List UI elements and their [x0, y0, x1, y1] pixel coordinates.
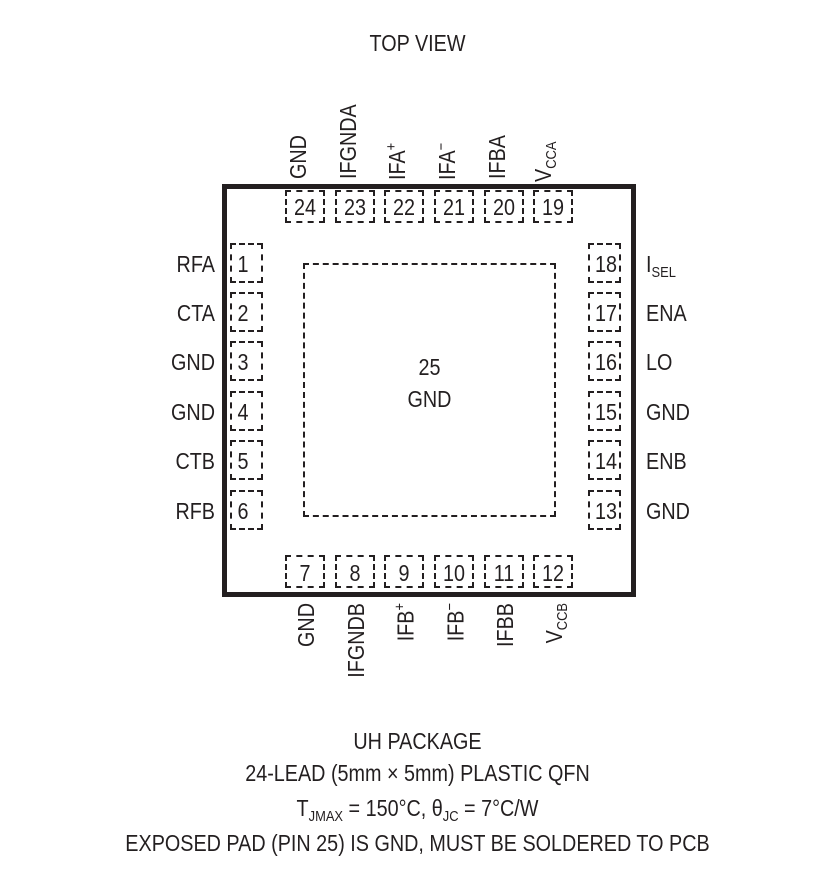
- pin-number: 20: [492, 194, 516, 220]
- pin-label: ENB: [646, 448, 687, 474]
- pin-pad: [484, 555, 524, 588]
- pin-label: ISEL: [646, 251, 676, 281]
- pin-label: IFB+: [391, 603, 419, 642]
- pin-label: VCCA: [530, 141, 560, 182]
- pin-number: 1: [237, 251, 249, 277]
- pin-number: 4: [237, 399, 249, 425]
- pin-number: 12: [541, 560, 565, 586]
- footer-exposed-pad-note: EXPOSED PAD (PIN 25) IS GND, MUST BE SOL…: [125, 830, 710, 856]
- pin-label: GND: [171, 399, 215, 425]
- pin-label: GND: [171, 349, 215, 375]
- footer-lead: 24-LEAD (5mm × 5mm) PLASTIC QFN: [245, 760, 590, 786]
- pin-pad: [434, 190, 474, 223]
- footer-package: UH PACKAGE: [353, 728, 482, 754]
- pin-pad: [484, 190, 524, 223]
- pin-label: RFA: [176, 251, 215, 277]
- pin-pad: [335, 190, 375, 223]
- footer-thermal: TJMAX = 150°C, θJC = 7°C/W: [296, 795, 539, 825]
- pin-number: 22: [392, 194, 416, 220]
- pin-pad: [588, 440, 621, 480]
- pin-label: GND: [293, 603, 320, 647]
- pin-label: IFBB: [492, 603, 519, 647]
- exposed-pad: [303, 263, 556, 517]
- pin-pad: [384, 555, 424, 588]
- pin-label: IFA+: [383, 142, 410, 180]
- pin-label: CTA: [176, 300, 215, 326]
- pin-number: 21: [442, 194, 466, 220]
- pin-pad: [588, 292, 621, 332]
- pin-pad: [588, 243, 621, 283]
- exposed-pad-number: 25: [418, 354, 441, 380]
- pin-pad: [230, 292, 263, 332]
- diagram-title: TOP VIEW: [369, 30, 466, 56]
- pin-pad: [230, 391, 263, 431]
- pin-number: 17: [594, 300, 618, 326]
- pin-label: GND: [646, 498, 690, 524]
- pin-number: 16: [594, 349, 618, 375]
- pin-number: 18: [594, 251, 618, 277]
- exposed-pad-name: GND: [407, 386, 452, 412]
- pin-number: 5: [237, 448, 249, 474]
- pin-label: ENA: [646, 300, 687, 326]
- pin-number: 13: [594, 498, 618, 524]
- pin-pad: [230, 490, 263, 530]
- pin-pad: [230, 440, 263, 480]
- pin-label: LO: [646, 349, 673, 375]
- pin-number: 11: [493, 560, 515, 586]
- pin-pad: [588, 341, 621, 381]
- pin-label: IFGNDB: [342, 603, 369, 678]
- pin-number: 8: [349, 560, 361, 586]
- pin-pad: [230, 243, 263, 283]
- pin-pad: [434, 555, 474, 588]
- pin-pad: [285, 190, 325, 223]
- pin-pad: [533, 555, 573, 588]
- pin-pad: [588, 490, 621, 530]
- pin-number: 3: [237, 349, 249, 375]
- pin-label: RFB: [175, 498, 215, 524]
- pin-number: 10: [442, 560, 466, 586]
- pin-number: 19: [541, 194, 565, 220]
- pin-number: 24: [293, 194, 317, 220]
- pin-label: CTB: [175, 448, 215, 474]
- pin-label: VCCB: [541, 603, 572, 644]
- pin-number: 6: [237, 498, 249, 524]
- pin-pad: [588, 391, 621, 431]
- pin-pad: [230, 341, 263, 381]
- pin-label: GND: [646, 399, 690, 425]
- pin-pad: [335, 555, 375, 588]
- pin-label: IFB−: [441, 603, 469, 642]
- package-outline: [222, 184, 636, 597]
- pin-number: 2: [237, 300, 249, 326]
- pin-label: IFA−: [433, 142, 460, 180]
- pin-pad: [285, 555, 325, 588]
- pin-number: 14: [594, 448, 618, 474]
- pin-number: 23: [343, 194, 367, 220]
- pin-pad: [533, 190, 573, 223]
- pin-number: 9: [398, 560, 410, 586]
- pin-number: 7: [299, 560, 311, 586]
- pin-label: IFGNDA: [335, 104, 361, 179]
- pin-label: IFBA: [484, 135, 510, 179]
- pin-label: GND: [285, 135, 311, 179]
- pin-pad: [384, 190, 424, 223]
- pin-number: 15: [594, 399, 618, 425]
